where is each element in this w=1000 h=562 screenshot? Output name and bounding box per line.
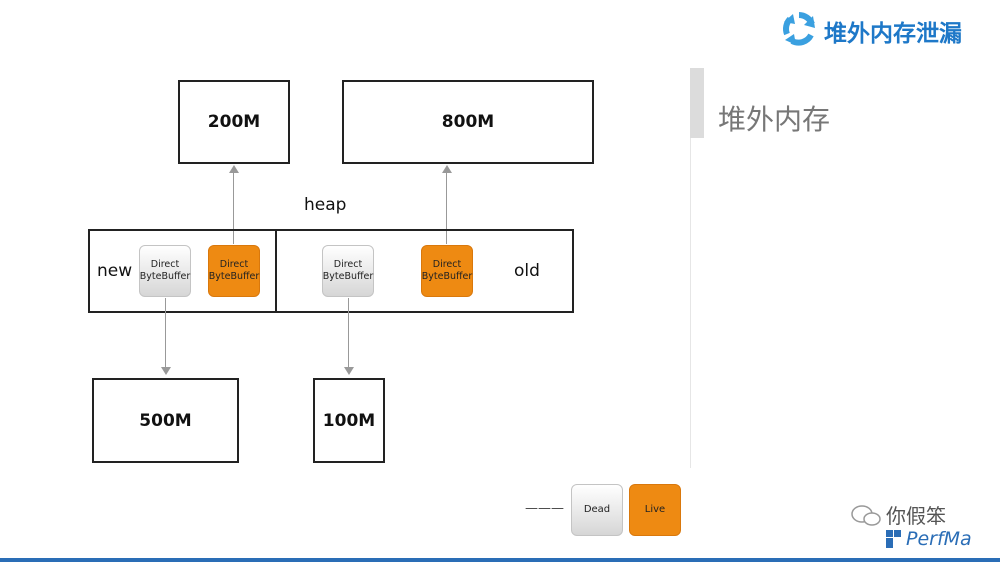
arrow-up-200m: [233, 172, 234, 244]
watermark-text: 你假笨: [886, 504, 946, 528]
watermark-brand: PerfMa: [906, 528, 972, 550]
memory-box-200m: 200M: [178, 80, 290, 164]
side-accent-bar: [690, 68, 704, 138]
heap-label: heap: [304, 195, 347, 215]
arrow-down-500m: [165, 298, 166, 368]
header-title: 堆外内存泄漏: [824, 21, 962, 47]
old-label: old: [514, 261, 540, 281]
chat-bubble-icon: [851, 505, 881, 526]
legend-dash: ———: [525, 501, 564, 516]
arrow-head-down-icon: [344, 367, 354, 375]
arrow-down-100m: [348, 298, 349, 368]
legend-live: Live: [629, 484, 681, 536]
arrow-head-up-icon: [442, 165, 452, 173]
perfma-logo-icon: [886, 530, 901, 548]
header: 堆外内存泄漏: [778, 10, 993, 50]
side-divider: [690, 138, 691, 468]
arrow-up-800m: [446, 172, 447, 244]
arrow-head-up-icon: [229, 165, 239, 173]
footer-bar: [0, 558, 1000, 562]
side-title: 堆外内存: [718, 103, 831, 136]
arrow-head-down-icon: [161, 367, 171, 375]
memory-box-500m: 500M: [92, 378, 239, 463]
legend-dead: Dead: [571, 484, 623, 536]
new-label: new: [97, 261, 133, 281]
watermark: 你假笨 PerfMa: [850, 500, 995, 556]
memory-box-100m: 100M: [313, 378, 385, 463]
heap-old-region: [275, 229, 574, 313]
refresh-logo-icon: [783, 12, 815, 46]
memory-box-800m: 800M: [342, 80, 594, 164]
